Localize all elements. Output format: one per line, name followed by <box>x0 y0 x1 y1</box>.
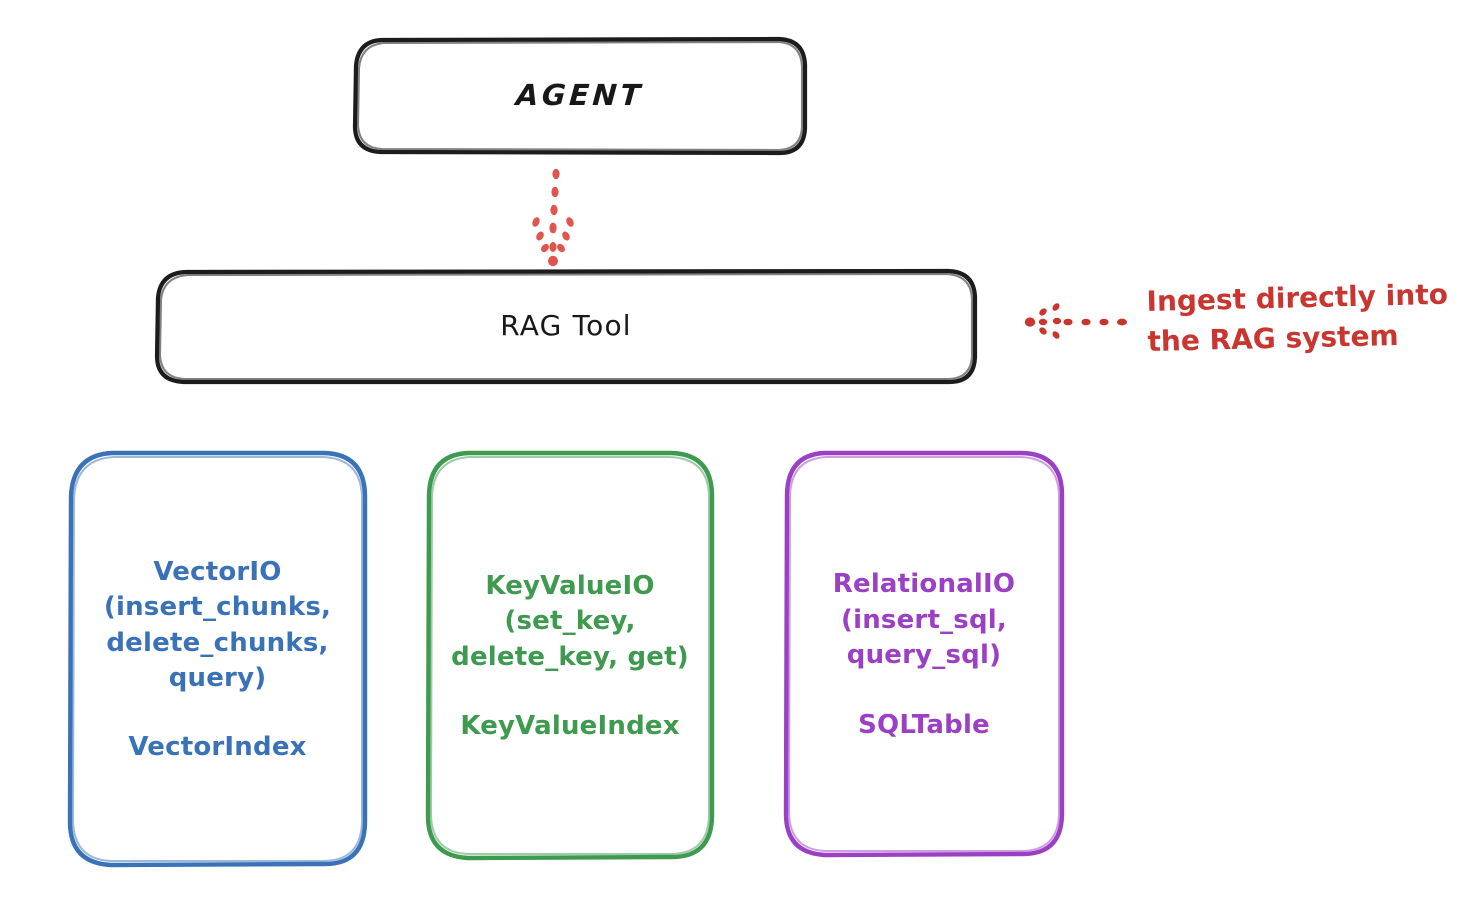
key-value-io-box-outline <box>425 450 715 861</box>
node-relational-io[interactable]: RelationalIO (insert_sql, query_sql) SQL… <box>786 452 1062 855</box>
node-key-value-io-sublabel: KeyValueIndex <box>460 711 680 742</box>
vector-io-box-outline <box>67 450 368 868</box>
node-vector-io-label: VectorIO (insert_chunks, delete_chunks, … <box>103 556 332 693</box>
node-relational-io-label: RelationalIO (insert_sql, query_sql) <box>832 569 1016 671</box>
node-rag-tool-label: RAG Tool <box>500 309 632 343</box>
rag-tool-box-outline <box>154 268 978 385</box>
annotation-ingest: Ingest directly into the RAG system <box>1146 277 1449 358</box>
node-vector-io-sublabel: VectorIndex <box>128 732 307 763</box>
node-agent[interactable]: AGENT <box>355 38 805 154</box>
node-relational-io-sublabel: SQLTable <box>858 709 990 740</box>
node-agent-label: AGENT <box>515 78 646 113</box>
connector-ingest-to-rag-tool <box>1024 303 1127 339</box>
node-rag-tool[interactable]: RAG Tool <box>157 270 975 383</box>
node-key-value-io[interactable]: KeyValueIO (set_key, delete_key, get) Ke… <box>428 452 712 858</box>
agent-box-outline <box>352 36 808 156</box>
node-key-value-io-label: KeyValueIO (set_key, delete_key, get) <box>451 570 689 672</box>
connector-agent-to-rag-tool <box>532 168 574 267</box>
node-vector-io[interactable]: VectorIO (insert_chunks, delete_chunks, … <box>70 452 365 865</box>
relational-io-box-outline <box>783 450 1065 858</box>
